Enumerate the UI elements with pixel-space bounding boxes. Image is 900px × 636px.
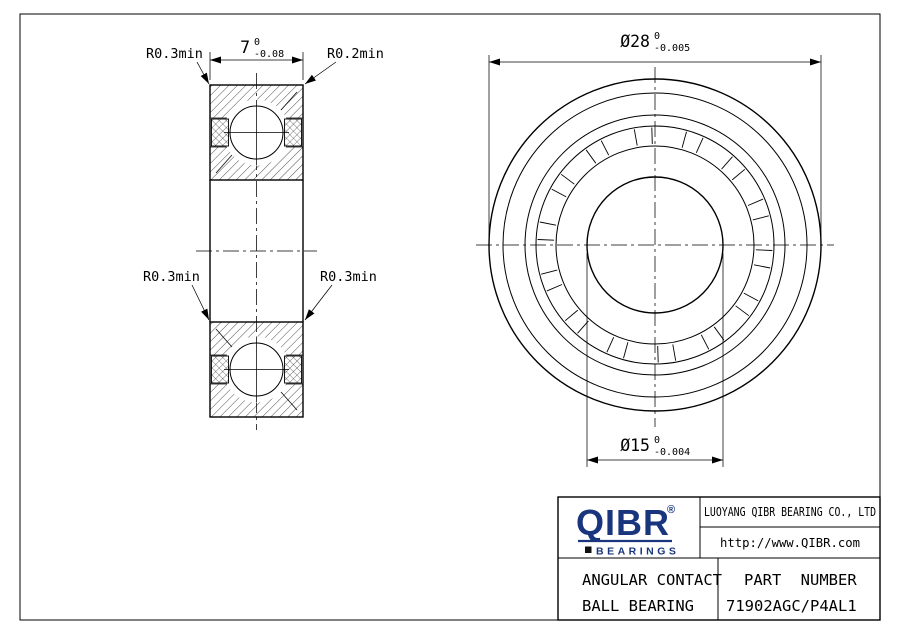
bore-dim-tol-upper: 0 xyxy=(654,435,660,446)
width-dim-tol-lower: -0.08 xyxy=(254,49,284,60)
cage-pocket-tick xyxy=(695,137,704,153)
title-block: QIBR ® BEARINGS LUOYANG QIBR BEARING CO.… xyxy=(557,496,881,621)
cage-pocket-tick xyxy=(713,326,725,341)
outer-ring-chamfer-circle xyxy=(502,92,808,398)
outer-raceway-circle xyxy=(524,114,786,376)
callout-mid-right: R0.3min xyxy=(320,269,377,285)
dimension-width: 7 0 -0.08 xyxy=(209,37,304,80)
cage-pocket-tick xyxy=(577,320,589,334)
right-view-front: Ø28 0 -0.005 Ø15 0 -0.004 xyxy=(476,31,834,467)
cage-pocket-tick xyxy=(651,127,653,145)
radius-callouts: R0.3min R0.2min R0.3min R0.3min xyxy=(143,46,384,321)
product-type-line2: BALL BEARING xyxy=(582,597,694,615)
cage-pocket-tick xyxy=(560,173,575,185)
cage-pocket-tick xyxy=(721,156,733,170)
outer-diameter-circle xyxy=(488,78,822,412)
cage-outer-circle xyxy=(535,125,775,365)
cage-pocket-tick xyxy=(541,269,558,275)
dimension-outer-diameter: Ø28 0 -0.005 xyxy=(488,31,822,236)
cage-pocket-tick xyxy=(752,215,769,221)
bore-dim-value: Ø15 xyxy=(620,436,650,455)
od-dim-tol-upper: 0 xyxy=(654,31,660,42)
leader-line xyxy=(304,284,333,321)
cage-pocket-ticks xyxy=(537,127,773,363)
leader-line xyxy=(304,61,337,85)
cage-pocket-tick xyxy=(755,249,773,251)
cage-pocket-tick xyxy=(700,334,710,350)
logo-qibr-text: QIBR xyxy=(576,502,670,543)
cage-pocket-tick xyxy=(743,292,759,302)
cage-pocket-tick xyxy=(657,345,659,363)
company-logo: QIBR ® BEARINGS xyxy=(576,502,679,558)
callout-top-right: R0.2min xyxy=(327,46,384,62)
cage-pocket-tick xyxy=(623,342,629,359)
bore-dim-tol-lower: -0.004 xyxy=(654,447,690,458)
product-type-line1: ANGULAR CONTACT xyxy=(582,571,722,589)
cage-pocket-tick xyxy=(672,344,677,361)
width-dim-value: 7 xyxy=(240,38,250,57)
cage-pocket-tick xyxy=(735,305,750,317)
cage-pocket-tick xyxy=(551,188,567,198)
width-dim-tol-upper: 0 xyxy=(254,37,260,48)
cage-pocket-tick xyxy=(606,337,615,353)
leader-line xyxy=(196,61,210,85)
leader-line xyxy=(191,284,210,321)
contact-angle-line xyxy=(280,91,298,111)
inner-ring-shoulder-circle xyxy=(555,145,755,345)
section-outline xyxy=(209,321,304,418)
part-number-label: PART NUMBER xyxy=(744,571,857,589)
cage-pocket-tick xyxy=(747,198,764,206)
cage-pocket-tick xyxy=(681,131,687,148)
callout-top-left: R0.3min xyxy=(146,46,203,62)
dimension-bore-diameter: Ø15 0 -0.004 xyxy=(586,253,724,467)
cage-pocket-tick xyxy=(585,149,597,164)
od-dim-tol-lower: -0.005 xyxy=(654,43,690,54)
cage-pocket-tick xyxy=(546,284,563,292)
contact-angle-line xyxy=(215,154,233,174)
callout-mid-left: R0.3min xyxy=(143,269,200,285)
bore-circle xyxy=(586,176,724,314)
cage-pocket-tick xyxy=(564,309,579,322)
cage-pocket-tick xyxy=(537,239,555,241)
contact-angle-line xyxy=(215,328,233,348)
logo-bearings-text: BEARINGS xyxy=(596,546,679,558)
od-dim-value: Ø28 xyxy=(620,32,650,51)
logo-square-bullet xyxy=(585,546,592,553)
contact-angle-line xyxy=(280,391,298,411)
logo-registered-mark: ® xyxy=(667,504,675,516)
cage-pocket-tick xyxy=(600,140,610,156)
left-view-cross-section: 7 0 -0.08 R0.3min R0.2min R0.3min R0.3mi… xyxy=(143,37,384,430)
cross-section-bottom xyxy=(209,321,304,418)
cage-pocket-tick xyxy=(731,168,746,181)
section-outline xyxy=(209,84,304,181)
company-website: http://www.QIBR.com xyxy=(720,536,860,550)
cross-section-top xyxy=(209,84,304,181)
cage-pocket-tick xyxy=(753,264,771,269)
drawing-border-frame xyxy=(19,13,881,621)
part-number-value: 71902AGC/P4AL1 xyxy=(726,597,857,615)
cage-pocket-tick xyxy=(539,221,557,226)
cage-pocket-tick xyxy=(633,129,638,146)
company-name: LUOYANG QIBR BEARING CO., LTD xyxy=(704,505,876,519)
